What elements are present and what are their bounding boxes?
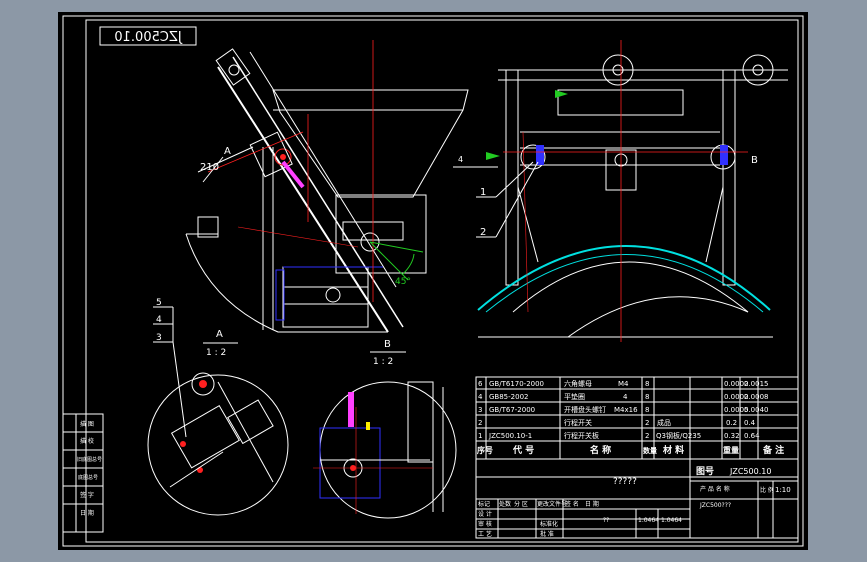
sign-col-2: 分 区 [514,500,528,508]
outer-frame [62,15,804,547]
bom-h-weight: 重量 [723,445,739,455]
bom-r5-unit: 0.32 [724,432,740,440]
bom-r3-unit: 0.0005 [724,406,749,414]
strip-row-2: 描 校 [80,437,94,445]
bom-r3-no: 3 [478,406,482,414]
strip-row-6: 日 期 [80,509,94,517]
bill-of-materials: 6 GB/T6170-2000 六角螺母 M4 8 0.0002 0.0015 … [475,376,799,478]
bom-r3-code: GB/T67-2000 [489,406,535,414]
strip-row-3: 旧底图总号 [77,456,102,463]
detail-leader-3: 3 [156,333,162,343]
bom-r5-material: Q3钢板/Q235 [656,431,701,440]
main-front-view: 45° 210 A [185,40,469,333]
bom-r4-qty: 2 [645,419,649,427]
approve-label: 批 准 [540,530,554,538]
title-block: 图号 JZC500.10 产 品 名 称 JZC500??? 比 例 1:10 … [475,458,799,539]
detail-a-label: A [216,329,223,340]
bom-r1-qty: 8 [645,380,649,388]
title-scale-label: 比 例 [760,486,774,494]
bom-r5-name: 行程开关板 [564,431,599,440]
sign-col-4: 签 名 [565,500,579,508]
title-weight-2: 1.0464 [661,517,682,524]
view-b-callout: B [751,155,758,166]
bom-r5-total: 0.64 [744,432,760,440]
sign-col-1: 处数 [499,500,511,508]
bom-h-code: 代 号 [512,444,534,456]
bom-r5-qty: 2 [645,432,649,440]
strip-row-1: 描 图 [80,420,94,428]
bom-h-qty: 数量 [643,446,657,455]
bom-r4-no: 2 [478,419,482,427]
bom-r2-no: 4 [478,393,483,401]
detail-a-scale: 1 : 2 [206,348,226,358]
drawing-title: ????? [613,477,637,487]
left-revision-strip: 描 图 描 校 旧底图总号 底图总号 签 字 日 期 [62,413,104,533]
detail-view-a: A 1 : 2 5 4 3 [147,298,289,516]
title-dwg-no-label: 图号 [696,466,714,477]
dimension-210: 210 [200,162,219,173]
bom-r3-spec: M4x16 [614,406,638,414]
bom-r3-qty: 8 [645,406,649,414]
leader-1: 1 [480,187,486,198]
bom-r2-name: 平垫圈 [564,392,585,401]
strip-row-5: 签 字 [80,491,94,499]
bom-r1-unit: 0.0002 [724,380,749,388]
drawing-sheet: JZC500.10 描 图 描 校 旧底图总号 底图总号 签 字 日 期 [58,12,808,550]
sign-row-4: 工 艺 [478,530,492,538]
detail-b-scale: 1 : 2 [373,357,393,367]
inner-frame [85,19,799,543]
bom-r1-no: 6 [478,380,483,388]
title-product-label: 产 品 名 称 [700,485,730,493]
sign-row-2: 设 计 [478,510,492,518]
sign-col-5: 日 期 [585,500,599,508]
bom-r4-name: 行程开关 [564,418,592,427]
side-mark-4: 4 [458,155,463,164]
bom-r2-spec: 4 [623,393,628,401]
bom-r1-total: 0.0015 [744,380,769,388]
title-product-name: JZC500??? [699,502,731,509]
title-dwg-no: JZC500.10 [729,467,771,476]
bom-r5-no: 1 [478,432,482,440]
angle-45-label: 45° [395,277,411,287]
detail-b-label: B [384,339,391,350]
bom-h-no: 序号 [477,445,493,455]
bom-r1-spec: M4 [618,380,629,388]
bom-r4-unit: 0.2 [726,419,737,427]
bom-h-remark: 备 注 [762,444,784,456]
bom-r1-name: 六角螺母 [564,379,592,388]
bom-r3-total: 0.0040 [744,406,769,414]
strip-row-4: 底图总号 [78,474,98,481]
title-mark: ?? [603,517,609,524]
drawing-canvas: JZC500.10 描 图 描 校 旧底图总号 底图总号 签 字 日 期 [62,15,804,547]
bom-r2-unit: 0.0002 [724,393,749,401]
view-a-callout: A [224,146,231,157]
bom-r5-code: JZC500.10-1 [488,432,532,440]
code-box [99,26,197,46]
bom-r2-total: 0.0008 [744,393,769,401]
detail-view-b: B 1 : 2 [313,339,457,519]
title-weight-1: 1.0464 [638,517,659,524]
bom-r4-total: 0.4 [744,419,756,427]
bom-h-material: 材 料 [662,444,684,456]
bom-r2-qty: 8 [645,393,649,401]
sign-row-1: 标记 [478,500,490,508]
detail-leader-5: 5 [156,298,162,308]
bom-r4-material: 成品 [657,418,671,427]
detail-leader-4: 4 [156,315,162,325]
leader-2: 2 [480,227,486,238]
bom-r3-name: 开槽盘头螺钉 [564,405,606,414]
bom-h-name: 名 称 [590,444,611,456]
side-view: 4 1 2 B [453,40,788,342]
std-label: 标准化 [540,520,558,528]
code-box-text: JZC500.10 [114,30,182,45]
sign-row-3: 审 核 [478,520,492,528]
title-scale: 1:10 [775,486,791,494]
bom-r1-code: GB/T6170-2000 [489,380,544,388]
sign-col-3: 更改文件号 [537,500,567,508]
bom-r2-code: GB85-2002 [489,393,528,401]
